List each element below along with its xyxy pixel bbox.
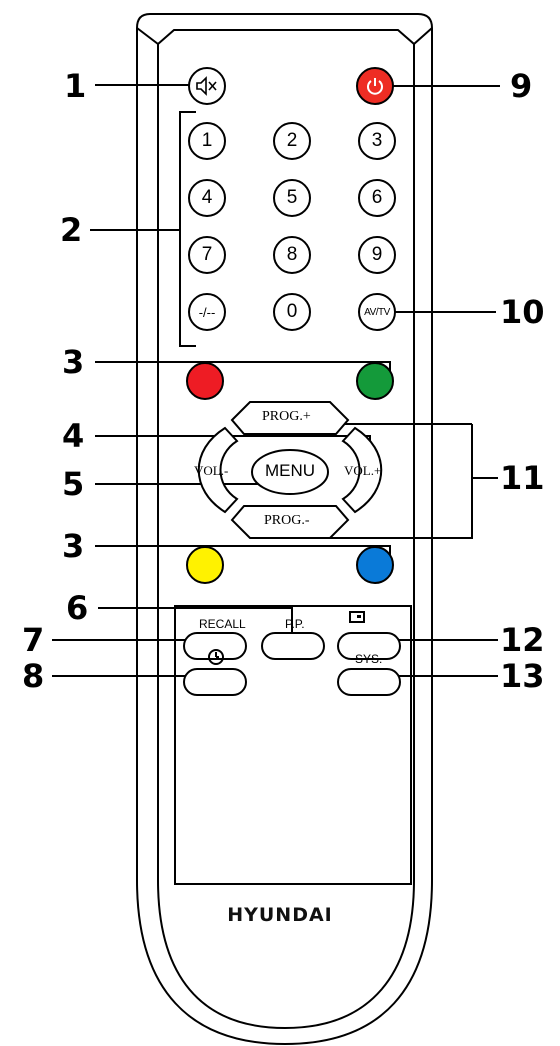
callout-3-bottom: 3 [62,527,85,565]
callout-9: 9 [510,67,533,105]
vol-minus-button[interactable]: VOL.- [194,463,229,478]
green-button[interactable] [356,362,394,400]
key-4[interactable]: 4 [188,179,226,217]
callout-11: 11 [500,459,545,497]
key-2[interactable]: 2 [273,122,311,160]
prog-plus-segment [230,401,350,435]
callout-1: 1 [64,67,87,105]
callout-4: 4 [62,417,85,455]
key-6[interactable]: 6 [358,179,396,217]
key-3[interactable]: 3 [358,122,396,160]
timer-icon [208,649,224,665]
recall-label: RECALL [199,617,246,631]
pp-label: P.P. [285,617,305,631]
callout-10: 10 [500,293,545,331]
key-7[interactable]: 7 [188,236,226,274]
mute-button[interactable] [188,67,226,105]
prog-plus-button[interactable]: PROG.+ [262,409,311,424]
prog-minus-segment [230,505,350,539]
key-9[interactable]: 9 [358,236,396,274]
callout-7: 7 [22,621,45,659]
sys-button[interactable] [337,668,401,696]
nav-cluster [197,401,383,539]
key-5[interactable]: 5 [273,179,311,217]
callout-5: 5 [62,465,85,503]
key-dash[interactable]: -/-- [188,293,226,331]
vol-plus-button[interactable]: VOL.+ [344,463,382,478]
power-icon [367,78,383,95]
callout-6: 6 [66,589,89,627]
yellow-button[interactable] [186,546,224,584]
key-av-tv[interactable]: AV/TV [358,293,396,331]
power-button[interactable] [356,67,394,105]
mute-icon [196,76,217,96]
callout-2: 2 [60,211,83,249]
key-1[interactable]: 1 [188,122,226,160]
key-0[interactable]: 0 [273,293,311,331]
pip-button[interactable] [337,632,401,660]
red-button[interactable] [186,362,224,400]
blue-button[interactable] [356,546,394,584]
callout-12: 12 [500,621,545,659]
vol-plus-segment [341,426,383,514]
menu-ellipse [251,449,329,495]
pip-icon [349,611,365,623]
sys-label: SYS. [355,652,383,666]
key-8[interactable]: 8 [273,236,311,274]
prog-minus-button[interactable]: PROG.- [264,513,310,528]
vol-minus-segment [197,426,239,514]
callout-13: 13 [500,657,545,695]
callout-8: 8 [22,657,45,695]
pp-button[interactable] [261,632,325,660]
brand-logo: HYUNDAI [227,904,333,926]
menu-button[interactable]: MENU [264,461,316,480]
sleep-button[interactable] [183,668,247,696]
callout-3-top: 3 [62,343,85,381]
